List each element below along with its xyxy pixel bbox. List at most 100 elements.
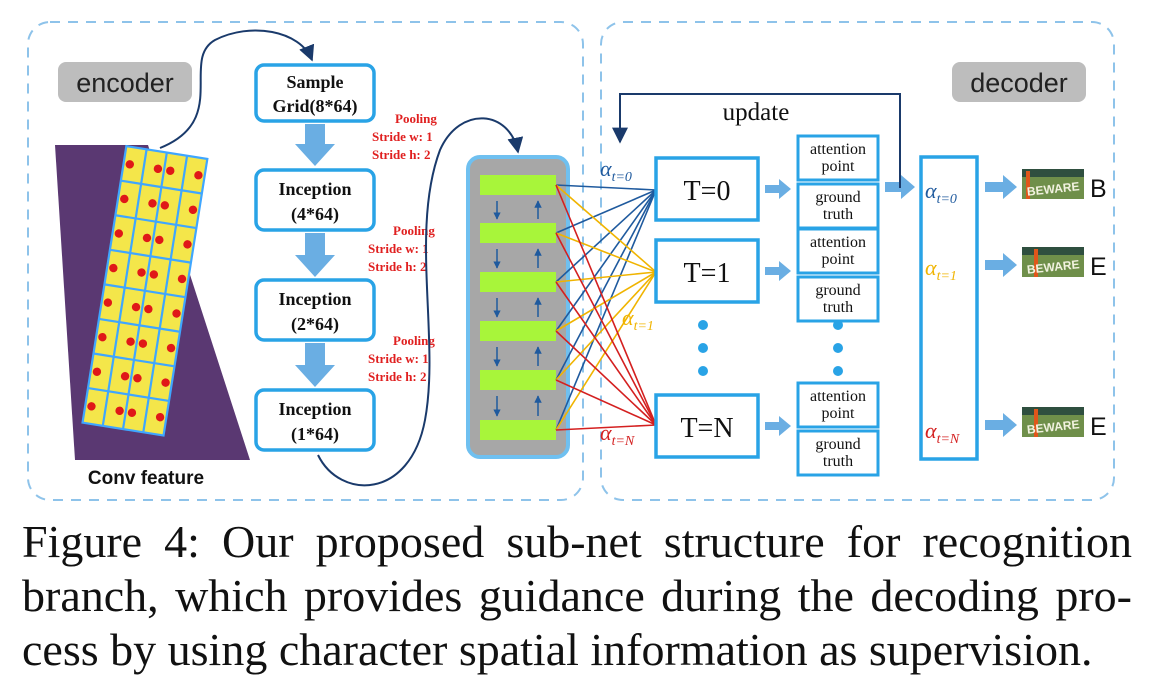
update-label: update [723,99,790,126]
grid-point [172,309,181,318]
svg-text:(1*64): (1*64) [291,424,339,445]
to-supervision-arrow [765,179,791,199]
output-char: E [1090,253,1107,281]
grid-point [126,337,135,346]
alpha-labels-right: αt=0αt=1αt=N [925,178,960,447]
grid-point [120,372,130,381]
alpha-left-label: αt=1 [622,305,654,334]
conv-feature-label: Conv feature [88,468,204,489]
svg-text:Stride w: 1: Stride w: 1 [368,351,429,366]
grid-point [166,166,175,175]
attention-point-label: point [822,251,855,268]
ground-truth-label: ground [815,189,860,206]
feature-bar [480,420,556,440]
encoder-block-inception-1x64: Inception (1*64) [254,388,376,452]
figure-caption: Figure 4: Our proposed sub-net structure… [22,515,1132,677]
encoder-panel [27,21,584,501]
output-char: B [1090,175,1107,203]
svg-text:Pooling: Pooling [393,333,435,348]
word-crop-image: BEWARE [1022,247,1084,277]
down-arrow [295,124,335,166]
attention-line [555,271,657,332]
alpha-left-label: αt=N [600,420,635,449]
alpha-right-label: αt=N [925,418,960,447]
output-char: E [1090,413,1107,441]
attention-point-label: attention [810,388,866,405]
svg-text:Inception: Inception [278,289,351,309]
to-supervision-arrow [765,261,791,281]
attention-line [555,184,657,191]
grid-point [120,194,129,204]
svg-text:Inception: Inception [278,179,351,199]
attention-line [555,189,657,332]
word-crop-image: BEWARE [1022,169,1084,199]
attention-line [555,271,657,431]
encoder-label-bg [58,62,192,102]
svg-text:Pooling: Pooling [393,223,435,238]
grid-point [87,402,96,411]
encoder-label: encoder [76,68,174,98]
ellipsis-dot [833,366,843,376]
feature-bar [480,370,556,390]
svg-text:Stride h: 2: Stride h: 2 [368,369,427,384]
alpha-right-label: αt=0 [925,178,957,207]
grid-point [109,263,118,273]
down-arrow [295,343,335,387]
timestep-label: T=0 [684,176,731,207]
svg-text:Grid(8*64): Grid(8*64) [273,96,358,117]
timestep-label: T=1 [684,258,731,289]
attention-line [555,232,657,273]
encoder-block-inception-2x64: Inception (2*64) [254,278,376,342]
output-arrow [985,413,1017,437]
ellipsis-dot [698,366,708,376]
grid-point [125,160,134,169]
svg-text:Stride h: 2: Stride h: 2 [368,259,427,274]
feature-bar [480,321,556,341]
diagram-canvas: encoder decoder Conv feature Sample Grid… [27,21,1115,501]
encoder-to-stack-curve [317,117,524,487]
grid-point [133,373,142,383]
ground-truth-label: truth [823,299,853,316]
grid-point [98,332,107,342]
svg-text:Stride w: 1: Stride w: 1 [372,129,433,144]
grid-point [114,229,124,238]
attention-line [555,189,657,431]
ground-truth-label: truth [823,206,853,223]
grid-point [149,270,159,279]
encoder-block-inception-4x64: Inception (4*64) [254,168,376,232]
encoder-block-sample-grid: Sample Grid(8*64) [254,63,376,123]
ellipsis-dots [698,320,954,376]
svg-text:(2*64): (2*64) [291,314,339,335]
attention-line [555,281,657,426]
ellipsis-dot [698,343,708,353]
attention-line [555,184,657,426]
timestep-label: T=N [680,413,733,444]
feature-stack [466,155,570,459]
grid-point [137,268,146,277]
caption-line-1: Figure 4: Our proposed sub-net structure… [22,516,1132,567]
ellipsis-dot [698,320,708,330]
ground-truth-label: ground [815,436,860,453]
feature-bar [480,223,556,243]
grid-point [138,339,148,348]
svg-text:BEWARE: BEWARE [1026,257,1080,276]
grid-point [115,406,124,415]
attention-point-label: point [822,405,855,422]
supervision-boxes: attentionpointgroundtruthattentionpointg… [796,134,915,477]
attention-point-label: attention [810,234,866,251]
attention-point-label: attention [810,141,866,158]
grid-point [142,233,152,243]
attention-point-label: point [822,158,855,175]
attention-line [555,232,657,426]
timestep-box: T=N [654,393,791,459]
grid-point [161,378,170,387]
feature-to-grid-arrow [159,29,315,149]
output-arrow [985,175,1017,199]
attention-line [555,330,657,426]
feature-bar [480,175,556,195]
grid-point [155,235,164,245]
grid-point [188,205,198,214]
alpha-labels-left: αt=0αt=1αt=N [600,156,654,449]
